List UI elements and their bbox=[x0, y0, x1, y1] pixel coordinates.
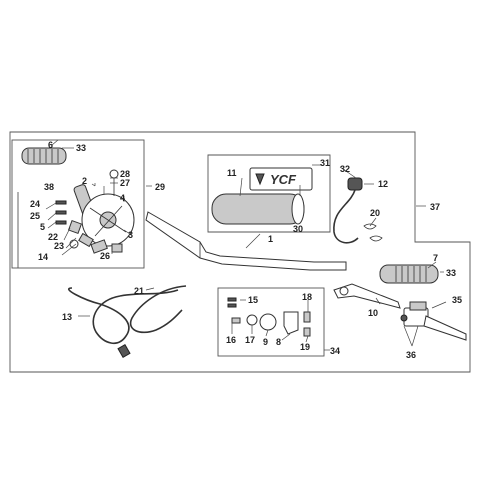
ycf-logo: YCF bbox=[249, 167, 313, 191]
right-grip-7 bbox=[379, 264, 439, 284]
callout-28: 28 bbox=[120, 169, 130, 179]
handlebar-1 bbox=[145, 211, 347, 271]
callout-33-top: 33 bbox=[76, 143, 86, 153]
brake-master-35 bbox=[400, 301, 467, 341]
throttle-housing-4 bbox=[81, 193, 135, 247]
callout-24: 24 bbox=[30, 199, 40, 209]
callout-9: 9 bbox=[263, 337, 268, 347]
throttle-kit-frame-29 bbox=[11, 139, 145, 269]
callout-3: 3 bbox=[128, 230, 133, 240]
callout-34: 34 bbox=[330, 346, 340, 356]
callout-2: 2 bbox=[82, 176, 87, 186]
callout-30: 30 bbox=[293, 224, 303, 234]
callout-11: 11 bbox=[227, 168, 237, 178]
small-parts-frame-34 bbox=[217, 287, 325, 357]
callout-25: 25 bbox=[30, 211, 40, 221]
callout-20: 20 bbox=[370, 208, 380, 218]
callout-32: 32 bbox=[340, 164, 350, 174]
callout-7: 7 bbox=[433, 253, 438, 263]
clutch-lever-10 bbox=[333, 283, 401, 309]
callout-14: 14 bbox=[38, 252, 48, 262]
callout-12: 12 bbox=[378, 179, 388, 189]
throttle-bolt-28 bbox=[109, 169, 119, 196]
callout-37: 37 bbox=[430, 202, 440, 212]
callout-19: 19 bbox=[300, 342, 310, 352]
kill-switch-12 bbox=[333, 177, 363, 244]
callout-4: 4 bbox=[120, 193, 125, 203]
throttle-cable-13 bbox=[68, 287, 179, 359]
bar-pad-frame-31 bbox=[207, 154, 331, 233]
left-grip-6 bbox=[21, 147, 67, 165]
callout-18: 18 bbox=[302, 292, 312, 302]
callout-22: 22 bbox=[48, 232, 58, 242]
logo-text: YCF bbox=[270, 172, 297, 187]
callout-31: 31 bbox=[320, 158, 330, 168]
throttle-small-parts bbox=[67, 219, 123, 254]
callout-6: 6 bbox=[48, 140, 53, 150]
assembly-frame-37 bbox=[9, 131, 471, 373]
callout-13: 13 bbox=[62, 312, 72, 322]
callout-35: 35 bbox=[452, 295, 462, 305]
clips-20 bbox=[363, 223, 383, 242]
callout-27: 27 bbox=[120, 178, 130, 188]
small-parts-15-19 bbox=[227, 297, 311, 337]
callout-26: 26 bbox=[100, 251, 110, 261]
callout-16: 16 bbox=[226, 335, 236, 345]
callout-8: 8 bbox=[276, 337, 281, 347]
callout-10: 10 bbox=[368, 308, 378, 318]
bar-pad-30 bbox=[211, 193, 305, 225]
callout-1: 1 bbox=[268, 234, 273, 244]
throttle-cable-21 bbox=[129, 285, 187, 334]
callout-38: 38 bbox=[44, 182, 54, 192]
callout-labels: 1 2 3 4 5 6 7 8 9 10 11 12 13 14 15 16 1… bbox=[30, 140, 462, 360]
callout-36: 36 bbox=[406, 350, 416, 360]
callout-21: 21 bbox=[134, 286, 144, 296]
callout-15: 15 bbox=[248, 295, 258, 305]
callout-29: 29 bbox=[155, 182, 165, 192]
small-screws-24-25 bbox=[55, 200, 67, 225]
callout-33-right: 33 bbox=[446, 268, 456, 278]
leader-lines bbox=[45, 139, 447, 351]
callout-17: 17 bbox=[245, 335, 255, 345]
callout-5: 5 bbox=[40, 222, 45, 232]
callout-23: 23 bbox=[54, 241, 64, 251]
